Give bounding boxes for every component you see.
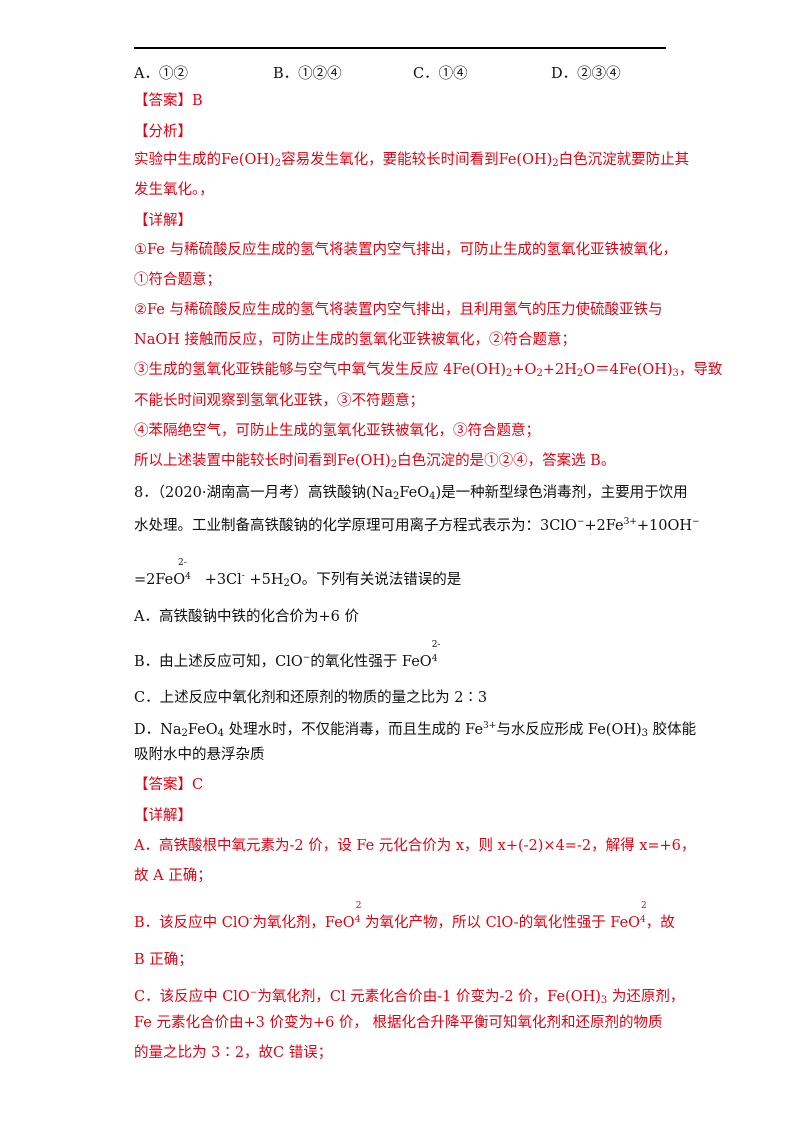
q8-stem-line-2: 水处理。工业制备高铁酸钠的化学原理可用离子方程式表示为：3ClO−+2Fe3++… [134, 517, 700, 534]
q7-detail-heading: 【详解】 [134, 213, 192, 229]
option-c: C．①④ [413, 66, 468, 82]
option-b: B．①②④ [273, 66, 342, 82]
q8-option-d-line-1: D．Na2FeO4 处理水时，不仅能消毒，而且生成的 Fe3+与水反应形成 Fe… [134, 721, 697, 739]
q7-answer: 【答案】B [134, 93, 203, 109]
q8-option-c: C．上述反应中氧化剂和还原剂的物质的量之比为 2∶3 [134, 690, 488, 706]
q7-detail-line-5: ③生成的氢氧化亚铁能够与空气中氧气发生反应 4Fe(OH)2+O2+2H2O＝4… [134, 362, 723, 379]
q7-detail-line-1: ①Fe 与稀硫酸反应生成的氢气将装置内空气排出，可防止生成的氢氧化亚铁被氧化， [134, 242, 677, 258]
q8-detail-c-line-3: 的量之比为 3∶2，故C 错误； [134, 1045, 333, 1061]
option-d: D．②③④ [551, 66, 621, 82]
q7-detail-line-8: 所以上述装置中能较长时间看到Fe(OH)2白色沉淀的是①②④，答案选 B。 [134, 453, 616, 470]
q7-detail-line-7: ④苯隔绝空气，可防止生成的氢氧化亚铁被氧化，③符合题意； [134, 423, 540, 439]
q7-detail-line-6: 不能长时间观察到氢氧化亚铁，③不符题意； [134, 393, 424, 409]
q8-detail-c-line-2: Fe 元素化合价由+3 价变为+6 价， 根据化合升降平衡可知氧化剂和还原剂的物… [134, 1015, 663, 1031]
q7-analysis-line-2: 发生氧化。， [134, 182, 214, 198]
q7-analysis-heading: 【分析】 [134, 124, 192, 140]
q7-detail-line-2: ①符合题意； [134, 272, 221, 288]
q8-detail-a-line-2: 故 A 正确； [134, 868, 212, 884]
q8-detail-b-line-2: B 正确； [134, 952, 193, 968]
header-rule [134, 47, 666, 49]
q8-answer: 【答案】C [134, 777, 204, 793]
q8-option-d-line-2: 吸附水中的悬浮杂质 [134, 747, 265, 763]
q8-stem-line-1: 8．（2020·湖南高一月考）高铁酸钠(Na2FeO4)是一种新型绿色消毒剂，主… [134, 485, 688, 502]
q8-detail-heading: 【详解】 [134, 808, 192, 824]
option-a: A．①② [134, 66, 188, 82]
q7-detail-line-4: NaOH 接触而反应，可防止生成的氢氧化亚铁被氧化，②符合题意； [134, 332, 576, 348]
q7-detail-line-3: ②Fe 与稀硫酸反应生成的氢气将装置内空气排出，且利用氢气的压力使硫酸亚铁与 [134, 302, 663, 318]
q8-option-a: A．高铁酸钠中铁的化合价为+6 价 [134, 609, 359, 625]
q8-detail-c-line-1: C．该反应中 ClO−为氧化剂，Cl 元素化合价由-1 价变为-2 价，Fe(O… [134, 988, 685, 1006]
q8-detail-a-line-1: A．高铁酸根中氧元素为-2 价，设 Fe 元化合价为 x，则 x+(-2)×4=… [134, 838, 696, 854]
q7-analysis-line-1: 实验中生成的Fe(OH)2容易发生氧化，要能较长时间看到Fe(OH)2白色沉淀就… [134, 152, 690, 169]
